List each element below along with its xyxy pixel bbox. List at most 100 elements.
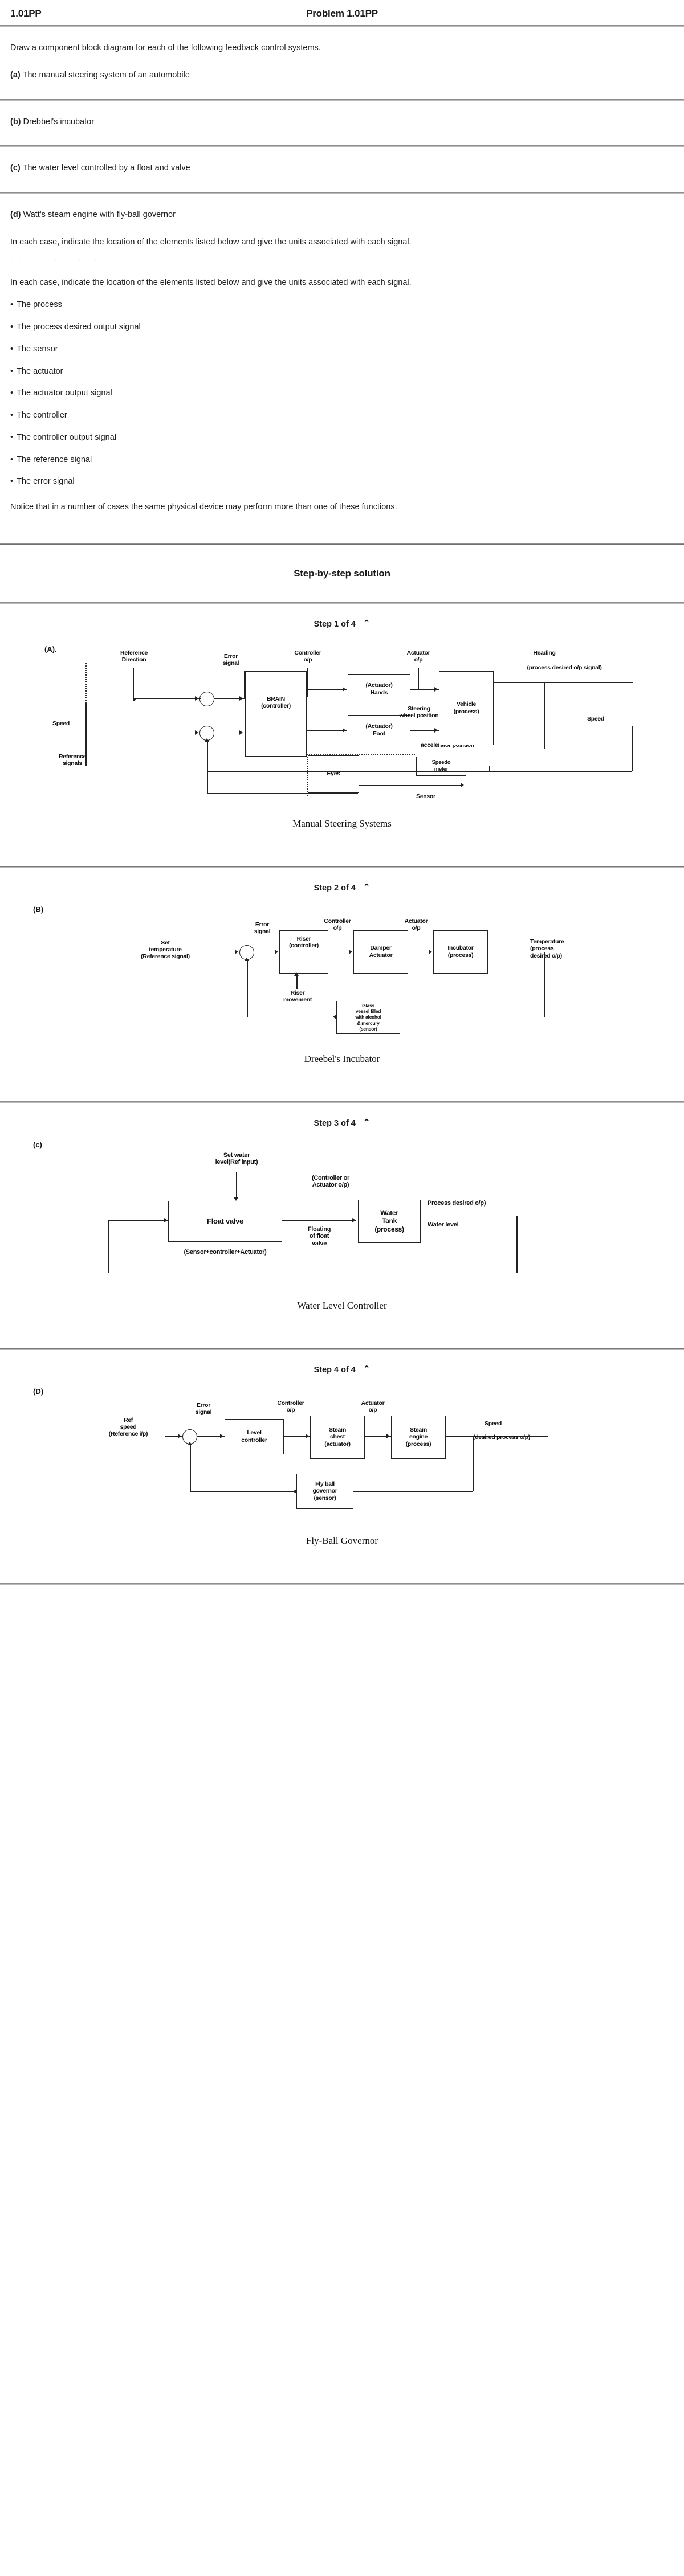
divider-after-part-b	[0, 145, 684, 148]
divider-after-part-c	[0, 191, 684, 194]
label-error-signal-2: Error signal	[254, 921, 271, 935]
step-2-part-tag: (B)	[33, 905, 44, 914]
bullet-icon: •	[10, 322, 14, 332]
divider-after-part-a	[0, 99, 684, 101]
bullet-icon: •	[10, 455, 14, 464]
box-fly-ball-governor-sensor: Fly ball governor (sensor)	[296, 1473, 353, 1509]
chevron-up-icon[interactable]: ⌃	[363, 1117, 370, 1127]
list-item: •The reference signal	[10, 454, 674, 467]
problem-part-b: (b) Drebbel's incubator	[10, 116, 674, 128]
step-by-step-heading: Step-by-step solution	[294, 567, 390, 579]
list-item-label: The controller output signal	[17, 432, 116, 442]
step-3-header[interactable]: Step 3 of 4 ⌃	[0, 1103, 684, 1140]
step-1-part-tag: (A).	[44, 644, 57, 653]
label-water-level: Water level	[427, 1221, 459, 1228]
box-incubator-process: Incubator (process)	[433, 930, 488, 974]
box-level-controller: Level controller	[225, 1418, 284, 1454]
step-4-part-tag: (D)	[33, 1387, 44, 1396]
label-error-signal-4: Error signal	[195, 1401, 212, 1416]
problem-part-d: (d) Watt's steam engine with fly-ball go…	[10, 208, 674, 221]
problem-intro: Draw a component block diagram for each …	[10, 43, 321, 52]
label-riser-movement: Riser movement	[283, 989, 312, 1003]
step-2-caption: Dreebel's Incubator	[304, 1053, 380, 1064]
problem-part-a-tag: (a)	[10, 71, 21, 80]
box-actuator-foot: (Actuator) Foot	[348, 715, 410, 745]
list-item: •The actuator	[10, 366, 674, 378]
list-item: •The sensor	[10, 344, 674, 356]
list-item: •The controller	[10, 410, 674, 422]
divider-after-step-4	[0, 1583, 684, 1585]
divider-before-step-1	[0, 602, 684, 604]
problem-part-a-text: The manual steering system of an automob…	[22, 71, 190, 80]
list-item-label: The error signal	[17, 477, 75, 486]
bullet-icon: •	[10, 411, 14, 420]
bullet-icon: •	[10, 366, 14, 376]
box-glass-vessel-sensor: Glass vessel filled with alcohol & mercu…	[336, 1000, 400, 1034]
step-3-diagram: (c) Set water level(Ref input) Float val…	[0, 1140, 684, 1328]
problem-notice: Notice that in a number of cases the sam…	[10, 502, 397, 512]
step-3-part-tag: (c)	[33, 1140, 42, 1149]
box-steam-chest-actuator: Steam chest (actuator)	[310, 1415, 365, 1459]
bullet-icon: •	[10, 432, 14, 442]
step-3-caption: Water Level Controller	[297, 1299, 387, 1311]
bullet-icon: •	[10, 389, 14, 398]
problem-part-c-text: The water level controlled by a float an…	[22, 163, 190, 173]
problem-instruction-repeat: In each case, indicate the location of t…	[10, 277, 412, 287]
box-riser-controller: Riser (controller)	[279, 930, 328, 974]
problem-instruction: In each case, indicate the location of t…	[10, 238, 412, 247]
label-speed-sub: (desired process o/p)	[473, 1433, 530, 1441]
bullet-icon: •	[10, 344, 14, 354]
list-item: •The actuator output signal	[10, 387, 674, 400]
header-divider	[0, 25, 684, 27]
label-heading-sub: (process desired o/p signal)	[527, 664, 602, 671]
problem-part-d-text: Watt's steam engine with fly-ball govern…	[23, 210, 176, 219]
divider-after-step-1	[0, 865, 684, 868]
list-item-label: The process	[17, 300, 62, 310]
step-2-header[interactable]: Step 2 of 4 ⌃	[0, 868, 684, 905]
list-item: •The error signal	[10, 476, 674, 488]
label-temperature-output: Temperature (process desired o/p)	[530, 938, 564, 959]
list-item-label: The reference signal	[17, 455, 92, 464]
box-vehicle-process: Vehicle (process)	[439, 670, 494, 745]
chevron-up-icon[interactable]: ⌃	[363, 618, 370, 628]
label-speed-input: Speed	[52, 719, 70, 727]
step-1-header[interactable]: Step 1 of 4 ⌃	[0, 604, 684, 641]
box-damper-actuator: Damper Actuator	[353, 930, 408, 974]
step-3-label: Step 3 of 4	[314, 1118, 356, 1128]
bullet-icon: •	[10, 300, 14, 310]
step-4-header[interactable]: Step 4 of 4 ⌃	[0, 1350, 684, 1387]
problem-statement: Draw a component block diagram for each …	[0, 42, 684, 99]
list-item-label: The controller	[17, 411, 67, 420]
step-4-diagram: (D) Ref speed (Reference i/p) Error sign…	[0, 1387, 684, 1564]
label-reference-direction: Reference Direction	[120, 649, 148, 663]
label-process-desired-output: Process desired o/p)	[427, 1199, 486, 1207]
step-4-label: Step 4 of 4	[314, 1365, 356, 1375]
label-steering-wheel-position: Steering wheel position	[399, 705, 439, 719]
step-4-caption: Fly-Ball Governor	[306, 1535, 378, 1546]
label-speed-output: Speed	[587, 715, 605, 722]
label-speed-output-4: Speed	[484, 1420, 502, 1427]
list-item: •The process desired output signal	[10, 321, 674, 334]
label-controller-output-4: Controller o/p	[277, 1399, 304, 1413]
box-water-tank-process: Water Tank (process)	[358, 1199, 421, 1243]
label-actuator-output: Actuator o/p	[406, 649, 430, 663]
box-speedo-meter: Speedo meter	[416, 756, 466, 776]
page-title-number: 1.01PP	[347, 8, 378, 19]
problem-part-b-tag: (b)	[10, 117, 21, 126]
artifact-ghost-line: . . . . .	[10, 253, 99, 261]
step-2-label: Step 2 of 4	[314, 883, 356, 893]
step-1-label: Step 1 of 4	[314, 619, 356, 629]
label-controller-output: Controller o/p	[294, 649, 321, 663]
page-header: 1.01PP Problem 1.01PP	[0, 0, 684, 25]
problem-part-c: (c) The water level controlled by a floa…	[10, 162, 674, 174]
chevron-up-icon[interactable]: ⌃	[363, 1364, 370, 1374]
list-item-label: The sensor	[17, 344, 58, 354]
page-title-prefix: Problem	[306, 8, 344, 19]
step-2-diagram: (B) Set temperature (Reference signal) E…	[0, 905, 684, 1082]
problem-solution-page: 1.01PP Problem 1.01PP Draw a component b…	[0, 0, 684, 1585]
label-error-signal: Error signal	[222, 652, 239, 667]
problem-part-d-tag: (d)	[10, 210, 21, 219]
problem-part-b-text: Drebbel's incubator	[23, 117, 95, 126]
bullet-icon: •	[10, 477, 14, 486]
chevron-up-icon[interactable]: ⌃	[363, 882, 370, 892]
